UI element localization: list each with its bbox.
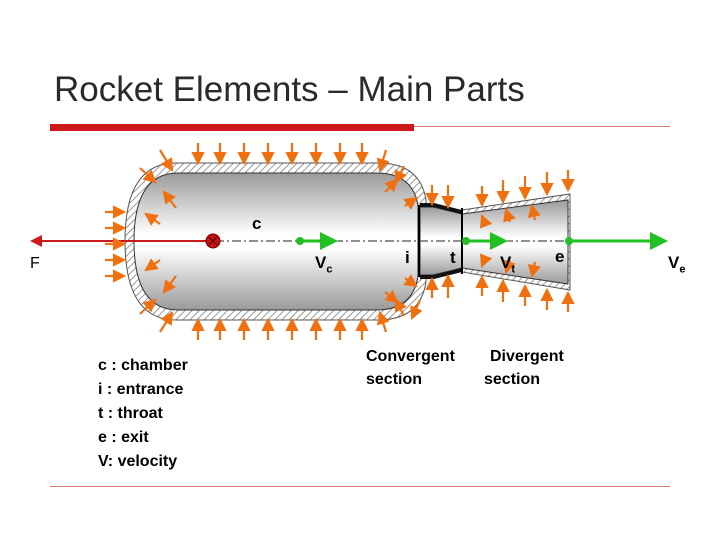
- slide-title: Rocket Elements – Main Parts: [54, 70, 525, 109]
- label-vc: Vc: [315, 253, 332, 275]
- title-rule: [414, 126, 670, 127]
- convergent-caption: Convergent section: [366, 345, 455, 391]
- pressure-arrow: [162, 275, 177, 294]
- label-throat: t: [450, 248, 456, 267]
- label-vt-main: V: [500, 253, 512, 272]
- pressure-arrow: [159, 149, 174, 172]
- label-ve-main: V: [668, 253, 680, 272]
- pressure-arrow: [144, 258, 161, 272]
- legend-item: V: velocity: [98, 453, 178, 470]
- convergent-caption-line2: section: [366, 371, 423, 388]
- legend-item: t : throat: [98, 405, 163, 422]
- center-of-mass-icon: [205, 233, 221, 249]
- pressure-arrow: [479, 253, 493, 269]
- label-entrance: i: [405, 248, 410, 267]
- pressure-arrow: [479, 213, 493, 229]
- pressure-arrow: [403, 196, 418, 210]
- label-vt-sub: t: [511, 263, 516, 276]
- convergent-caption-line1: Convergent: [366, 348, 455, 365]
- velocity-vt-arrow: [462, 232, 508, 250]
- pressure-arrow: [376, 149, 390, 173]
- pressure-arrow: [527, 203, 541, 221]
- legend-item: e : exit: [98, 429, 149, 446]
- label-force: F: [30, 255, 40, 272]
- pressure-arrow: [144, 212, 161, 226]
- pressure-arrow: [139, 167, 157, 184]
- pressure-arrow: [377, 310, 390, 333]
- pressure-arrows: [105, 143, 575, 340]
- pressure-arrow: [527, 261, 541, 279]
- pressure-arrow: [384, 178, 399, 193]
- label-ve: Ve: [668, 253, 685, 275]
- divergent-caption-line1: Divergent: [490, 348, 564, 365]
- pressure-arrow: [384, 289, 399, 304]
- velocity-vc-arrow: [296, 232, 338, 250]
- pressure-arrow: [410, 299, 423, 321]
- pressure-arrow: [162, 190, 177, 209]
- divergent-caption-line2: section: [484, 371, 541, 388]
- label-ve-sub: e: [679, 263, 686, 276]
- label-vc-sub: c: [326, 263, 333, 276]
- legend: c : chamber i : entrance t : throat e : …: [98, 354, 188, 474]
- footer-rule: [50, 486, 670, 487]
- label-vt: Vt: [500, 253, 515, 275]
- label-exit: e: [555, 247, 565, 266]
- pressure-arrow: [503, 259, 516, 275]
- legend-item: i : entrance: [98, 381, 184, 398]
- combustion-chamber: [133, 172, 419, 311]
- pressure-arrow: [503, 207, 516, 223]
- velocity-ve-arrow: [565, 232, 668, 250]
- divergent-caption: Divergent section: [484, 345, 564, 391]
- pressure-arrow: [139, 298, 157, 315]
- pressure-arrow: [403, 274, 418, 288]
- title-underline: [50, 124, 414, 131]
- pressure-arrow: [159, 311, 174, 333]
- label-vc-main: V: [315, 253, 327, 272]
- legend-item: c : chamber: [98, 357, 188, 374]
- label-chamber: c: [252, 214, 262, 233]
